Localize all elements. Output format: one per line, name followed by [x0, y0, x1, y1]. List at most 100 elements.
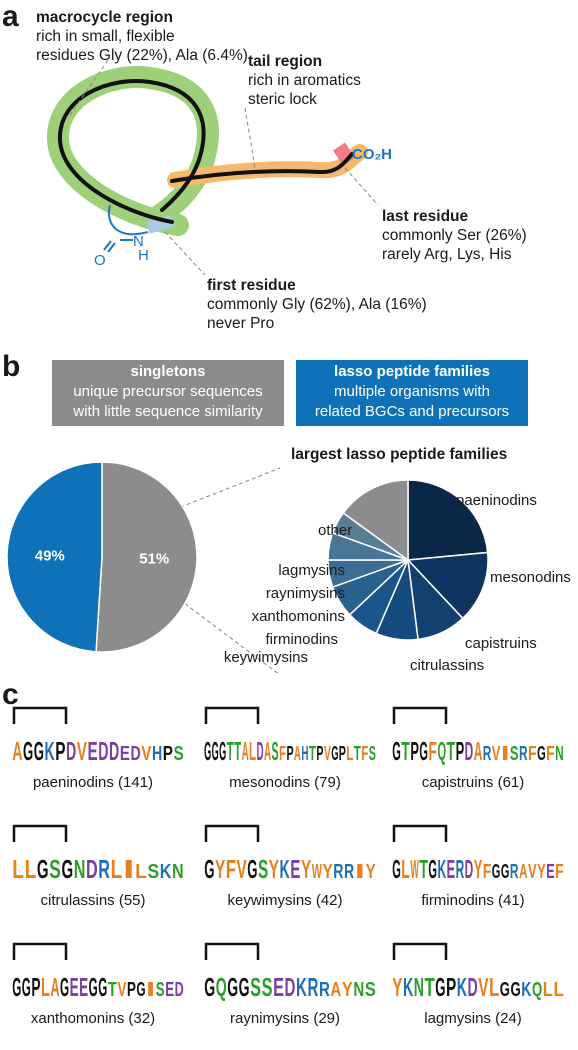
largest-families-title: largest lasso peptide families — [291, 446, 508, 463]
last-residue-marker — [333, 142, 355, 166]
logo-residue: V — [117, 979, 127, 1001]
logo-residue: S — [271, 736, 278, 766]
pie-label-citrulassins: citrulassins — [410, 657, 484, 674]
logo-residue: I — [123, 854, 135, 884]
logo-residue: K — [437, 854, 446, 884]
logo-residue: D — [468, 972, 478, 1002]
logo-residue: I — [146, 979, 155, 1001]
logo-residue: A — [50, 972, 59, 1002]
logo-residue: F — [546, 743, 555, 765]
logo-residue: D — [257, 736, 264, 766]
logo-residue: A — [264, 736, 271, 766]
logo-residue: G — [331, 743, 338, 765]
pie-slice-other — [342, 479, 409, 562]
singletons-line2: with little sequence similarity — [73, 403, 263, 420]
logo-caption: xanthomonins (32) — [30, 1010, 156, 1027]
logo-caption: capistruins (61) — [421, 774, 525, 791]
logo-residue: G — [537, 743, 546, 765]
logo-residue: D — [109, 736, 119, 766]
logo-residue: D — [131, 743, 141, 765]
logo-residue: P — [31, 972, 40, 1002]
logo-residue: E — [290, 854, 300, 884]
ring-bracket — [12, 942, 68, 960]
logo-residue: R — [98, 854, 110, 884]
families-box: lasso peptide families multiple organism… — [296, 360, 528, 426]
logo-residue: K — [403, 972, 413, 1002]
logo-residue: F — [226, 854, 236, 884]
logo-residue: V — [77, 736, 88, 766]
logo-residue: T — [108, 979, 117, 1001]
logo-residue: V — [492, 743, 501, 765]
first-line2: never Pro — [207, 315, 275, 332]
logo-residue: G — [492, 861, 501, 883]
logo-caption: firminodins (41) — [421, 892, 525, 909]
logo-residue: E — [120, 743, 130, 765]
panel-letter-b: b — [2, 350, 21, 383]
logo-residue: L — [554, 979, 564, 1001]
logo-residue: T — [401, 736, 410, 766]
logo-residue: P — [339, 743, 346, 765]
logo-residue: D — [66, 736, 76, 766]
last-title: last residue — [382, 208, 469, 225]
logo-residue: N — [353, 979, 364, 1001]
logo-residue: R — [333, 861, 344, 883]
logo-residue: A — [519, 861, 528, 883]
logo-residue: Y — [366, 861, 377, 883]
logo-residue: T — [447, 736, 456, 766]
ring-bracket — [392, 706, 448, 724]
note-last: last residue commonly Ser (26%) rarely A… — [382, 207, 527, 264]
ring-bracket — [204, 706, 260, 724]
logo-residue: S — [49, 854, 61, 884]
logo-residue: G — [98, 972, 107, 1002]
singletons-title: singletons — [130, 363, 206, 380]
note-macrocycle: macrocycle region rich in small, flexibl… — [36, 8, 248, 65]
logo-residue: S — [147, 861, 159, 883]
tail-line1: rich in aromatics — [248, 72, 361, 89]
co2h-label: CO₂H — [352, 146, 392, 163]
families-title: lasso peptide families — [334, 363, 490, 380]
logo-residue: K — [521, 979, 532, 1001]
leader-macrocycle — [67, 59, 109, 119]
atom-h: H — [138, 247, 149, 264]
logo-residue: R — [456, 854, 465, 884]
logo-residue: L — [12, 854, 24, 884]
logo-residue: N — [414, 972, 424, 1002]
logo-residue: R — [519, 743, 528, 765]
panel-letter-c: c — [2, 678, 19, 711]
logo-residue: K — [457, 972, 467, 1002]
logo-residue: E — [88, 736, 98, 766]
logo-residue: A — [474, 736, 483, 766]
logo-residue: Y — [323, 861, 334, 883]
pie-slice-paeninodins — [407, 479, 489, 561]
logo-residue: F — [528, 743, 537, 765]
logo-residue: G — [247, 854, 257, 884]
logo-residue: R — [319, 979, 330, 1001]
note-tail: tail region rich in aromatics steric loc… — [248, 52, 361, 109]
pie-slice-lasso-peptide-families — [6, 461, 103, 653]
ring-bracket — [204, 942, 260, 960]
logo-residue: T — [309, 743, 316, 765]
logo-residue: F — [361, 743, 368, 765]
note-first: first residue commonly Gly (62%), Ala (1… — [207, 276, 427, 333]
peptide-backbone — [57, 79, 206, 224]
logo-residue: R — [344, 861, 355, 883]
logo-residue: Y — [392, 972, 402, 1002]
first-line1: commonly Gly (62%), Ala (16%) — [207, 296, 427, 313]
logo-residue: Y — [537, 861, 546, 883]
logo-residue: T — [425, 972, 435, 1002]
pie-label-lagmysins: lagmysins — [278, 562, 345, 579]
logo-residue: S — [369, 743, 376, 765]
logo-residue: A — [12, 736, 22, 766]
logo-residue: F — [483, 861, 492, 883]
logo-residue: P — [446, 972, 456, 1002]
logo-residue: R — [510, 861, 519, 883]
logo-residue: V — [478, 972, 489, 1002]
